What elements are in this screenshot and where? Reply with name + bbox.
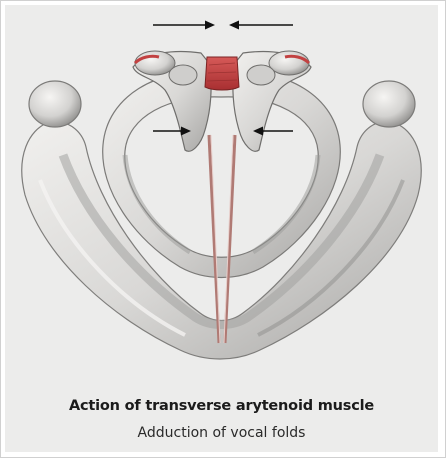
arrow-right-icon [153, 21, 215, 30]
left-horn-knob [29, 81, 81, 127]
vocal-folds [209, 135, 235, 343]
illustration-plate: Action of transverse arytenoid muscle Ad… [5, 5, 438, 452]
right-horn-knob [363, 81, 415, 127]
thyroid-cartilage [22, 122, 421, 359]
cricoid-ring [103, 71, 341, 278]
figure-title: Action of transverse arytenoid muscle [5, 398, 438, 414]
larynx-illustration [5, 5, 438, 452]
transverse-arytenoid-muscle [205, 57, 239, 90]
figure-subtitle: Adduction of vocal folds [5, 425, 438, 441]
arrow-left-icon [229, 21, 293, 30]
